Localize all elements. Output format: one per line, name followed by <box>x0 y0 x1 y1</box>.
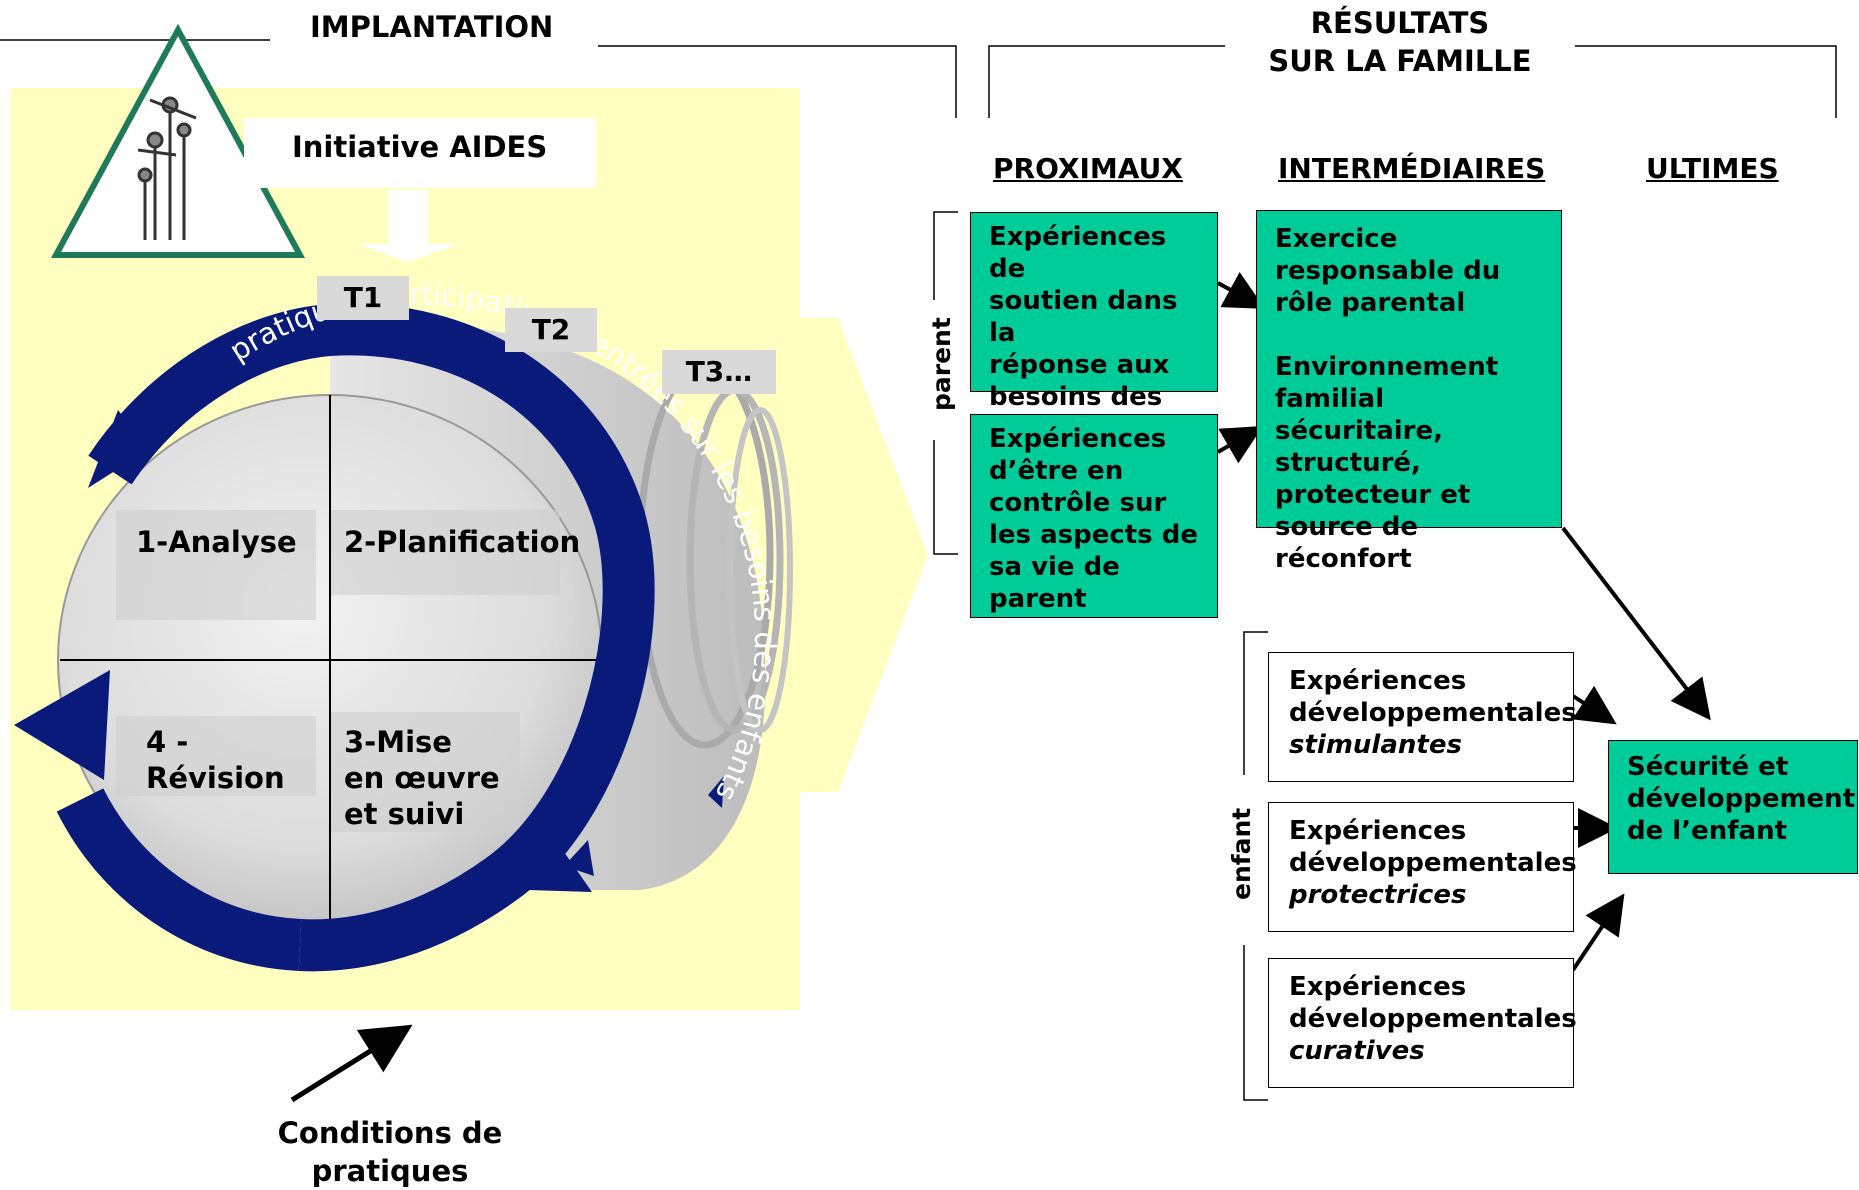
child2-line: développementales <box>1289 848 1577 878</box>
conditions-label: Conditions de pratiques <box>240 1114 540 1190</box>
conditions-line1: Conditions de <box>277 1116 503 1150</box>
child1-line: développementales <box>1289 698 1577 728</box>
arrow-child3-ultime <box>1571 893 1625 972</box>
prox1-line: soutien dans la <box>989 286 1178 348</box>
child3-line-italic: curatives <box>1289 1036 1425 1066</box>
prox1-line: réponse aux <box>989 350 1170 380</box>
quadrant-q3-line2: en œuvre <box>344 761 500 795</box>
initiative-box <box>244 118 596 188</box>
enfant-bracket <box>1243 631 1268 1101</box>
child2-line: Expériences <box>1289 816 1467 846</box>
quadrant-planification: 2-Planification <box>344 525 581 559</box>
arrow-prox1-inter <box>1217 272 1266 309</box>
conditions-arrow <box>290 1024 413 1103</box>
tab-t3: T3… <box>662 350 776 394</box>
prox2-line: parent <box>989 584 1087 614</box>
ultime-line: de l’enfant <box>1627 816 1788 846</box>
quadrant-q3-line1: 3-Mise <box>344 725 452 759</box>
box-child-protectrices: Expériences développementales protectric… <box>1268 802 1577 932</box>
box-prox-controle: Expériences d’être en contrôle sur les a… <box>970 414 1218 618</box>
quadrant-q4-line2: Révision <box>146 761 285 795</box>
child1-line: Expériences <box>1289 666 1467 696</box>
quadrant-q4-line1: 4 - <box>146 725 189 759</box>
implantation-title: IMPLANTATION <box>310 10 554 44</box>
resultats-title-line1: RÉSULTATS <box>1310 6 1490 40</box>
parent-label: parent <box>927 317 956 411</box>
quadrant-analyse: 1-Analyse <box>136 525 297 559</box>
arrow-inter-ultime <box>1561 526 1711 721</box>
quadrant-revision: 4 - Révision <box>146 724 285 796</box>
prox2-line: d’être en <box>989 456 1124 486</box>
column-proximaux: PROXIMAUX <box>993 152 1183 185</box>
child3-line: développementales <box>1289 1004 1577 1034</box>
box-prox-soutien: Expériences de soutien dans la réponse a… <box>970 212 1218 444</box>
conditions-line2: pratiques <box>311 1154 469 1188</box>
box-ultime: Sécurité et développement de l’enfant <box>1608 740 1858 874</box>
inter-a-line: Exercice <box>1275 224 1398 254</box>
box-intermediaires: Exercice responsable du rôle parental En… <box>1256 210 1562 574</box>
column-ultimes: ULTIMES <box>1646 152 1779 185</box>
inter-b-line: source de réconfort <box>1275 512 1419 574</box>
prox2-line: contrôle sur <box>989 488 1167 518</box>
resultats-bracket <box>988 45 1837 118</box>
prox2-line: les aspects de <box>989 520 1198 550</box>
child3-line: Expériences <box>1289 972 1467 1002</box>
inter-b-line: protecteur et <box>1275 480 1471 510</box>
initiative-down-arrow <box>358 190 458 262</box>
resultats-title: RÉSULTATS SUR LA FAMILLE <box>1240 4 1560 80</box>
box-child-stimulantes: Expériences développementales stimulante… <box>1268 652 1577 782</box>
initiative-label: Initiative AIDES <box>292 130 548 164</box>
column-intermediaires: INTERMÉDIAIRES <box>1278 152 1546 185</box>
arrow-prox2-inter <box>1216 425 1263 464</box>
prox1-line: besoins des <box>989 382 1163 412</box>
inter-b-line: familial sécuritaire, <box>1275 384 1443 446</box>
child1-line-italic: stimulantes <box>1289 730 1462 760</box>
enfant-label: enfant <box>1227 807 1256 900</box>
box-child-curatives: Expériences développementales curatives <box>1268 958 1577 1088</box>
ultime-line: développement <box>1627 784 1856 814</box>
prox1-line: Expériences de <box>989 222 1167 284</box>
aides-logo <box>50 23 306 258</box>
prox2-line: sa vie de <box>989 552 1120 582</box>
quadrant-mise-en-oeuvre: 3-Mise en œuvre et suivi <box>344 724 500 832</box>
inter-a-line: responsable du <box>1275 256 1501 286</box>
inter-b-line: structuré, <box>1275 448 1421 478</box>
parent-bracket <box>933 211 958 555</box>
arrow-child1-ultime <box>1571 685 1617 725</box>
tab-t1: T1 <box>317 276 409 320</box>
prox2-line: Expériences <box>989 424 1167 454</box>
child2-line-italic: protectrices <box>1289 880 1467 910</box>
inter-a-line: rôle parental <box>1275 288 1466 318</box>
implantation-bracket <box>0 39 957 118</box>
ultime-line: Sécurité et <box>1627 752 1789 782</box>
tab-t2: T2 <box>505 308 597 352</box>
flow-arrow <box>800 318 928 792</box>
inter-b-line: Environnement <box>1275 352 1499 382</box>
resultats-title-line2: SUR LA FAMILLE <box>1268 44 1532 78</box>
quadrant-q3-line3: et suivi <box>344 797 465 831</box>
